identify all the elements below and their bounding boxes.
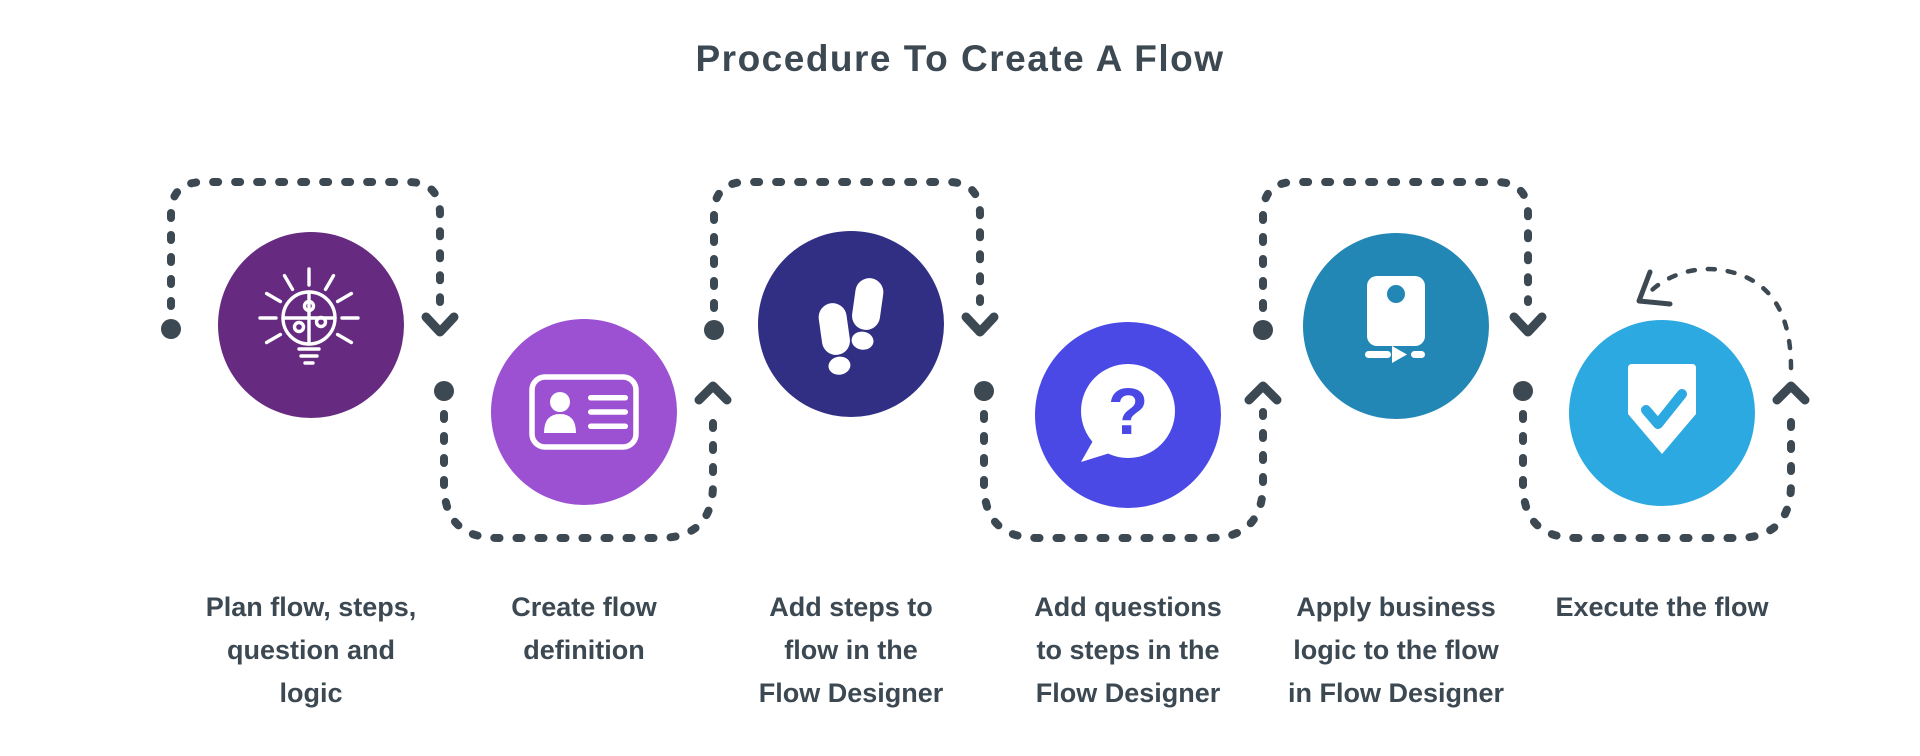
step-circle-add-questions: ?	[1035, 322, 1221, 508]
connector-dashed-path	[440, 408, 717, 542]
arrow-down-icon	[421, 312, 459, 337]
connector-dashed-path	[1646, 266, 1794, 371]
label-line: Plan flow, steps,	[205, 592, 417, 622]
connector-step2	[434, 381, 732, 542]
shield-check-icon	[1628, 364, 1696, 454]
arrow-down-icon	[961, 312, 999, 337]
connector-step4	[974, 381, 1282, 542]
label-line: Flow Designer	[758, 678, 944, 708]
connector-start-dot	[434, 381, 454, 401]
question-bubble-icon: ?	[1081, 364, 1175, 462]
step-circle-bg	[758, 231, 944, 417]
label-line: flow in the	[784, 635, 918, 665]
step-label-add-questions: Add questions to steps in the Flow Desig…	[968, 586, 1288, 715]
arrow-up-icon	[1772, 381, 1810, 405]
step-circle-bg	[218, 232, 404, 418]
step-circle-add-steps	[758, 231, 944, 417]
step-circle-apply-business-logic	[1303, 233, 1489, 419]
label-line: to steps in the	[1036, 635, 1220, 665]
id-card-icon	[529, 374, 639, 450]
label-line: Execute the flow	[1555, 592, 1769, 622]
connector-final-arc	[1636, 266, 1794, 371]
connector-start-dot	[974, 381, 994, 401]
connector-step1	[161, 178, 459, 339]
connector-dashed-path	[710, 178, 984, 312]
connector-dashed-path	[1259, 178, 1532, 312]
connector-step6	[1513, 381, 1810, 542]
label-line: logic to the flow	[1293, 635, 1499, 665]
step-label-create-flow-definition: Create flow definition	[424, 586, 744, 672]
question-mark-glyph: ?	[1108, 374, 1148, 448]
connector-dashed-path	[1519, 408, 1795, 542]
step-label-execute-flow: Execute the flow	[1502, 586, 1822, 629]
device-logic-icon	[1365, 276, 1425, 363]
connector-start-dot	[704, 320, 724, 340]
footsteps-icon	[818, 278, 884, 375]
label-line: definition	[523, 635, 645, 665]
label-line: Add questions	[1034, 592, 1222, 622]
step-circle-plan-flow	[218, 232, 404, 418]
step-label-add-steps: Add steps to flow in the Flow Designer	[691, 586, 1011, 715]
label-line: Add steps to	[769, 592, 933, 622]
arrow-down-icon	[1509, 312, 1547, 337]
bulb-rays	[258, 267, 360, 345]
label-line: Apply business	[1296, 592, 1496, 622]
step-circle-execute-flow	[1569, 320, 1755, 506]
connector-start-dot	[1253, 320, 1273, 340]
idea-puzzle-bulb-icon	[258, 267, 360, 365]
label-line: in Flow Designer	[1287, 678, 1505, 708]
label-line: Flow Designer	[1035, 678, 1221, 708]
arrow-up-icon	[694, 381, 732, 405]
label-line: logic	[279, 678, 343, 708]
label-line: question and	[227, 635, 395, 665]
step-label-plan-flow: Plan flow, steps, question and logic	[151, 586, 471, 715]
arrow-down-left-icon	[1636, 269, 1673, 307]
connector-dashed-path	[980, 408, 1267, 542]
step-circle-bg	[491, 319, 677, 505]
connector-start-dot	[1513, 381, 1533, 401]
connector-paths	[161, 178, 1810, 542]
connector-start-dot	[161, 319, 181, 339]
connector-dashed-path	[167, 178, 444, 310]
arrow-up-icon	[1244, 381, 1282, 405]
label-line: Create flow	[511, 592, 657, 622]
connector-step5	[1253, 178, 1547, 340]
page-title: Procedure To Create A Flow	[695, 38, 1225, 79]
step-label-apply-business-logic: Apply business logic to the flow in Flow…	[1236, 586, 1556, 715]
step-circle-create-flow-definition	[491, 319, 677, 505]
connector-step3	[704, 178, 999, 340]
